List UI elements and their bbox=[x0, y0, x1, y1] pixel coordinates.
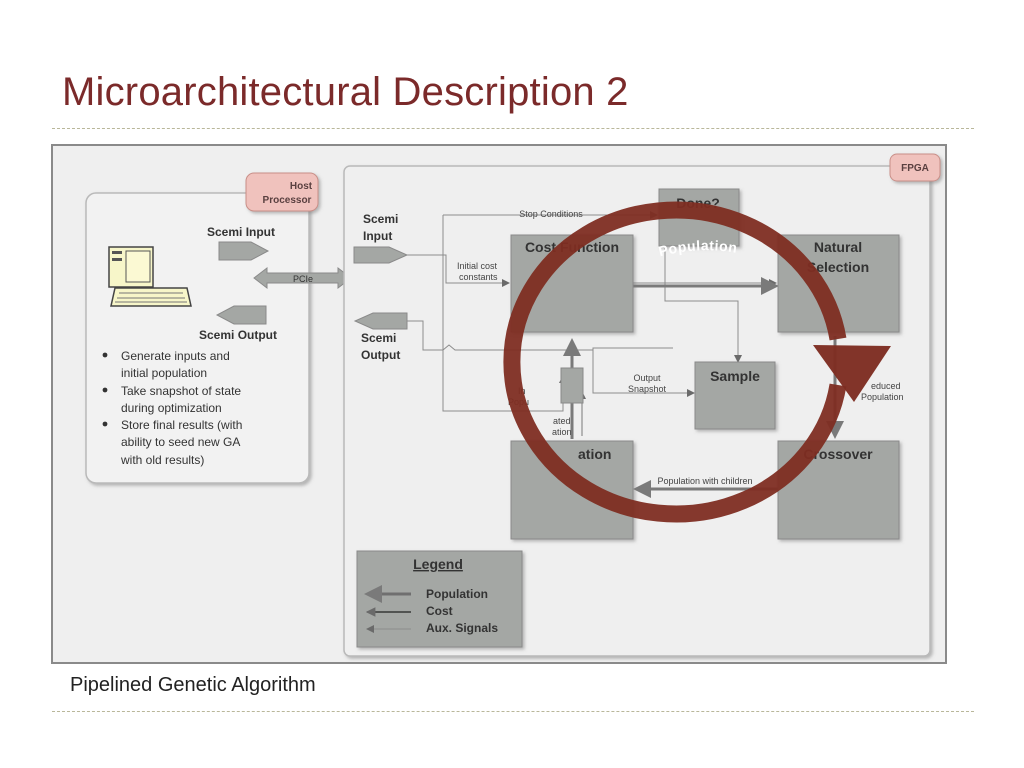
title-divider bbox=[52, 128, 974, 129]
legend-item-population: Population bbox=[426, 587, 488, 601]
fpga-tab bbox=[889, 153, 941, 182]
svg-text:ability to seed new GA: ability to seed new GA bbox=[121, 435, 240, 449]
diagram-frame: Host Processor Scemi Input PCIe Scemi Ou… bbox=[51, 144, 947, 664]
host-scemi-output-label: Scemi Output bbox=[199, 328, 277, 342]
legend: Legend Population Cost Aux. Signals bbox=[356, 550, 523, 648]
output-snapshot-label-2: Snapshot bbox=[628, 384, 667, 394]
svg-text:during optimization: during optimization bbox=[121, 401, 222, 415]
host-scemi-output-arrow bbox=[215, 305, 267, 325]
svg-text:initial population: initial population bbox=[121, 366, 207, 380]
mutation-label: ation bbox=[578, 446, 611, 462]
initial-cost-label-1: Initial cost bbox=[457, 261, 498, 271]
mux-box bbox=[560, 367, 584, 404]
reduced-population-label-2: Population bbox=[861, 392, 904, 402]
fpga-scemi-input-arrow bbox=[353, 246, 409, 264]
fpga-scemi-output-l1: Scemi bbox=[361, 331, 396, 345]
natural-selection-label-2: Selection bbox=[807, 259, 869, 275]
fpga-scemi-output-arrow bbox=[353, 312, 408, 330]
host-bullets: Generate inputs and initial population T… bbox=[102, 349, 242, 467]
natural-selection-label-1: Natural bbox=[814, 239, 862, 255]
svg-text:with old results): with old results) bbox=[120, 453, 204, 467]
sample-label: Sample bbox=[710, 368, 760, 384]
host-scemi-input-arrow bbox=[218, 241, 270, 261]
legend-item-cost: Cost bbox=[426, 604, 453, 618]
svg-text:Take snapshot of state: Take snapshot of state bbox=[121, 384, 241, 398]
host-label-2: Processor bbox=[263, 195, 312, 206]
host-scemi-input-label: Scemi Input bbox=[207, 225, 275, 239]
slide-caption: Pipelined Genetic Algorithm bbox=[70, 674, 316, 696]
fpga-scemi-output-l2: Output bbox=[361, 348, 400, 362]
crossover-block bbox=[777, 440, 900, 540]
legend-item-aux: Aux. Signals bbox=[426, 621, 498, 635]
mutated-label-2: ation bbox=[552, 427, 572, 437]
slide-title: Microarchitectural Description 2 bbox=[62, 70, 629, 114]
host-processor-tab bbox=[245, 172, 319, 212]
population-with-children-label: Population with children bbox=[657, 476, 752, 486]
initial-cost-label-2: constants bbox=[459, 272, 498, 282]
reduced-population-label-1: educed bbox=[871, 381, 901, 391]
sample-block bbox=[694, 361, 776, 430]
legend-title: Legend bbox=[413, 556, 463, 572]
architecture-diagram: Host Processor Scemi Input PCIe Scemi Ou… bbox=[85, 153, 941, 657]
host-panel: Host Processor Scemi Input PCIe Scemi Ou… bbox=[85, 172, 352, 484]
stop-conditions-label: Stop Conditions bbox=[519, 209, 583, 219]
footer-divider bbox=[52, 711, 974, 712]
svg-text:Generate inputs and: Generate inputs and bbox=[121, 349, 230, 363]
pcie-label: PCIe bbox=[293, 274, 313, 284]
output-snapshot-label-1: Output bbox=[633, 373, 661, 383]
fpga-scemi-input-l1: Scemi bbox=[363, 212, 398, 226]
fpga-label: FPGA bbox=[901, 163, 929, 174]
host-label-1: Host bbox=[290, 181, 313, 192]
svg-text:Store final results (with: Store final results (with bbox=[121, 418, 242, 432]
mutated-label-1: ated bbox=[553, 416, 571, 426]
fpga-scemi-input-l2: Input bbox=[363, 229, 392, 243]
crossover-label: Crossover bbox=[803, 446, 873, 462]
fpga-panel: FPGA Scemi Input Scemi Output bbox=[343, 153, 941, 657]
computer-icon bbox=[108, 246, 192, 307]
